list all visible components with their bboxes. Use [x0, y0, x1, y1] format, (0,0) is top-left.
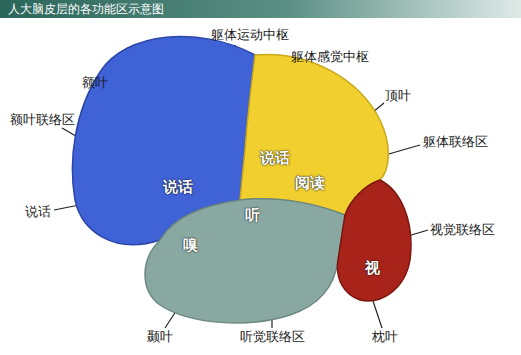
callout-label: 视觉联络区: [430, 223, 495, 237]
brain-region: 听嗅: [140, 190, 350, 330]
callout-label: 顶叶: [385, 89, 411, 103]
region-label: 嗅: [183, 237, 198, 254]
region-label: 听: [245, 207, 260, 224]
callout-label: 颞叶: [147, 330, 173, 344]
callout-label: 听觉联络区: [240, 330, 305, 344]
region-label: 阅读: [295, 175, 325, 192]
region-outline: [330, 175, 420, 310]
callout-label: 额叶联络区: [10, 113, 75, 127]
region-label: 说话: [260, 150, 290, 167]
callout-label: 躯体运动中枢: [211, 28, 289, 42]
callout-label: 枕叶: [372, 330, 398, 344]
region-shape: [337, 180, 411, 301]
title-bar-fill: [0, 0, 521, 18]
callout-label: 说话: [25, 205, 51, 219]
leader-line: [372, 298, 382, 328]
region-shape: [145, 199, 345, 323]
region-label: 视: [365, 260, 380, 277]
region-label: 说话: [163, 179, 193, 196]
callout-label: 额叶: [82, 76, 108, 90]
callout-label: 躯体联络区: [423, 135, 488, 149]
diagram-title: 人大脑皮层的各功能区示意图: [8, 1, 164, 17]
brain-region: 视: [330, 175, 420, 310]
callout-label: 躯体感觉中枢: [291, 50, 369, 64]
